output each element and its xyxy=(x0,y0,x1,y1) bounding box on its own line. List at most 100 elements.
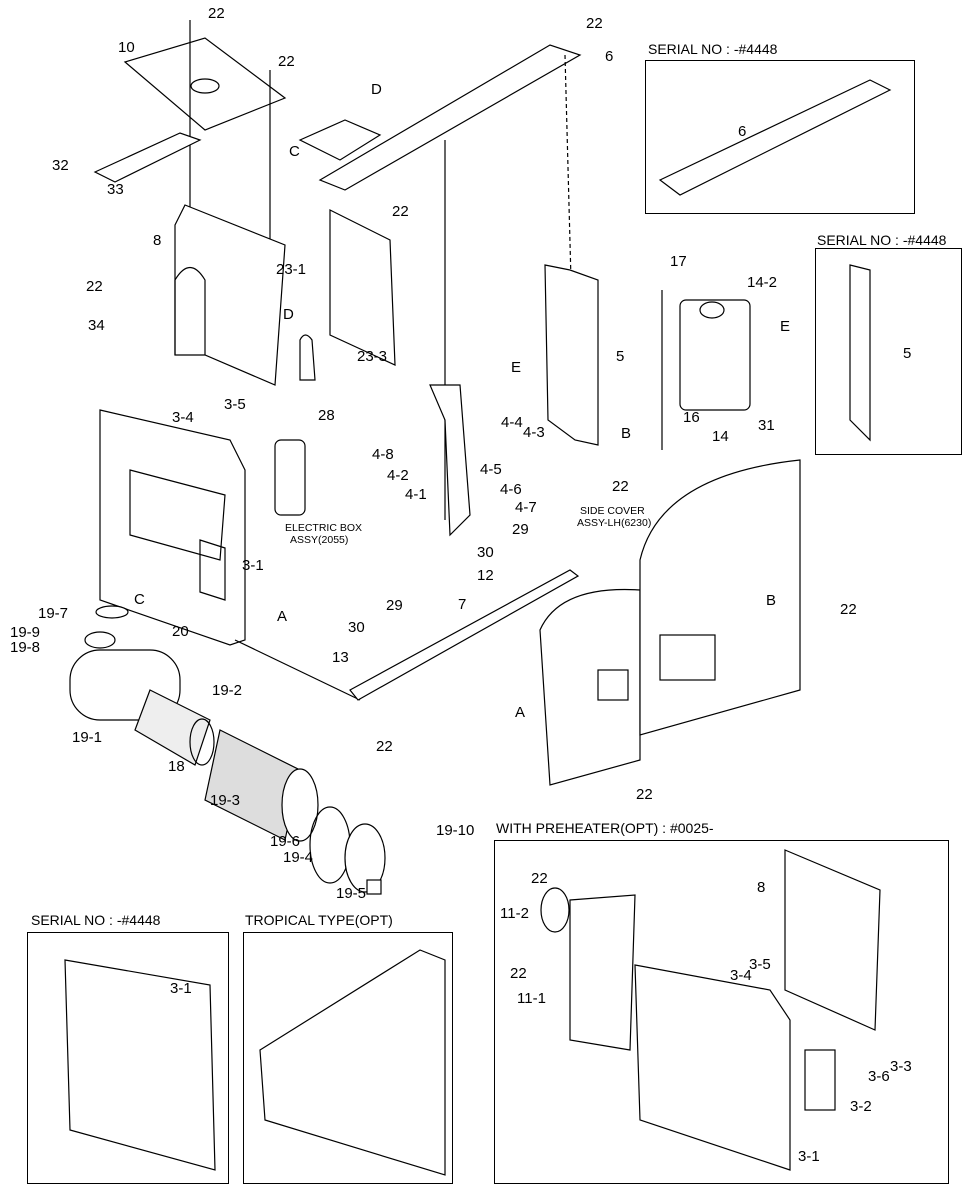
callout: 17 xyxy=(670,253,687,270)
callout: 3-1 xyxy=(170,980,192,997)
callout: 5 xyxy=(903,345,912,362)
inset-tropical-title: TROPICAL TYPE(OPT) xyxy=(245,912,393,928)
callout: 30 xyxy=(477,544,494,561)
electric-box-label: ELECTRIC BOX xyxy=(285,522,363,534)
callout: 19-4 xyxy=(283,849,314,866)
callout: B xyxy=(766,592,777,609)
bracket-4-1 xyxy=(429,384,471,537)
callout: 7 xyxy=(458,596,467,613)
callout: 22 xyxy=(840,601,857,618)
callout: 4-7 xyxy=(515,499,537,516)
callout: 20 xyxy=(172,623,189,640)
panel-3-1 xyxy=(99,409,246,646)
cover-23-1 xyxy=(329,209,396,366)
callout: 3-3 xyxy=(890,1058,912,1075)
bracket-33 xyxy=(93,132,202,183)
callout: D xyxy=(371,81,382,98)
callout: 3-4 xyxy=(730,967,752,984)
callout: 31 xyxy=(758,417,775,434)
callout: 6 xyxy=(738,123,747,140)
callout: 16 xyxy=(683,409,700,426)
callout: 22 xyxy=(208,5,225,22)
callout: 6 xyxy=(605,48,614,65)
panel-8 xyxy=(174,204,286,386)
coolant-tank-14 xyxy=(679,299,751,411)
callout: 28 xyxy=(318,407,335,424)
callout: 14 xyxy=(712,428,729,445)
callout: A xyxy=(277,608,288,625)
o-ring-19-6 xyxy=(309,806,351,884)
callout: 19-2 xyxy=(212,682,243,699)
callout: E xyxy=(511,359,522,376)
inset-serial-frame xyxy=(815,248,962,455)
callout: 4-2 xyxy=(387,467,409,484)
side-cover-label: SIDE COVER xyxy=(580,505,645,517)
callout: D xyxy=(283,306,294,323)
callout: 12 xyxy=(477,567,494,584)
callout: 32 xyxy=(52,157,69,174)
callout: 19-7 xyxy=(38,605,69,622)
element-19-3 xyxy=(204,729,301,841)
callout: 19-3 xyxy=(210,792,241,809)
callout: 23-1 xyxy=(276,261,307,278)
callout: 22 xyxy=(392,203,409,220)
callout: 8 xyxy=(757,879,766,896)
plate-10 xyxy=(123,37,287,131)
callout: 19-8 xyxy=(10,639,41,656)
electric-box xyxy=(274,439,306,516)
inset-serial-panel xyxy=(27,932,229,1184)
element-19-2 xyxy=(134,689,211,766)
callout: 14-2 xyxy=(747,274,778,291)
callout: C xyxy=(134,591,145,608)
callout: 22 xyxy=(376,738,393,755)
callout: 4-8 xyxy=(372,446,394,463)
callout: 23-3 xyxy=(357,348,388,365)
callout: 3-5 xyxy=(749,956,771,973)
inset-tropical xyxy=(243,932,453,1184)
callout: B xyxy=(621,425,632,442)
inset-serial-frame-title: SERIAL NO : -#4448 xyxy=(817,232,947,248)
callout: 34 xyxy=(88,317,105,334)
callout: C xyxy=(289,143,300,160)
callout: 19-1 xyxy=(72,729,103,746)
inset-serial-rail-title: SERIAL NO : -#4448 xyxy=(648,41,778,57)
callout: 10 xyxy=(118,39,135,56)
callout: 13 xyxy=(332,649,349,666)
callout: 4-3 xyxy=(523,424,545,441)
callout: 22 xyxy=(86,278,103,295)
callout: 19-10 xyxy=(436,822,475,839)
rail-6 xyxy=(318,44,582,191)
callout: 19-6 xyxy=(270,833,301,850)
callout: 18 xyxy=(168,758,185,775)
callout: 4-5 xyxy=(480,461,502,478)
callout: 3-6 xyxy=(868,1068,890,1085)
callout: 22 xyxy=(586,15,603,32)
callout: 3-2 xyxy=(850,1098,872,1115)
callout: 4-4 xyxy=(501,414,523,431)
callout: 3-5 xyxy=(224,396,246,413)
callout: E xyxy=(780,318,791,335)
callout: 19-5 xyxy=(336,885,367,902)
callout: 29 xyxy=(512,521,529,538)
callout: 22 xyxy=(531,870,548,887)
callout: 4-1 xyxy=(405,486,427,503)
callout: 3-1 xyxy=(242,557,264,574)
callout: 22 xyxy=(278,53,295,70)
callout: 30 xyxy=(348,619,365,636)
inset-preheater xyxy=(494,840,949,1184)
callout: A xyxy=(515,704,526,721)
callout: 22 xyxy=(636,786,653,803)
callout: 22 xyxy=(510,965,527,982)
callout: 4-6 xyxy=(500,481,522,498)
inset-preheater-title: WITH PREHEATER(OPT) : #0025- xyxy=(496,820,714,836)
callout: 29 xyxy=(386,597,403,614)
rail-7 xyxy=(349,569,580,701)
frame-5 xyxy=(544,264,599,446)
callout: 3-4 xyxy=(172,409,194,426)
side-cover-label: ASSY-LH(6230) xyxy=(577,517,652,529)
cap-19-4 xyxy=(344,823,386,893)
callout: 19-9 xyxy=(10,624,41,641)
callout: 22 xyxy=(612,478,629,495)
